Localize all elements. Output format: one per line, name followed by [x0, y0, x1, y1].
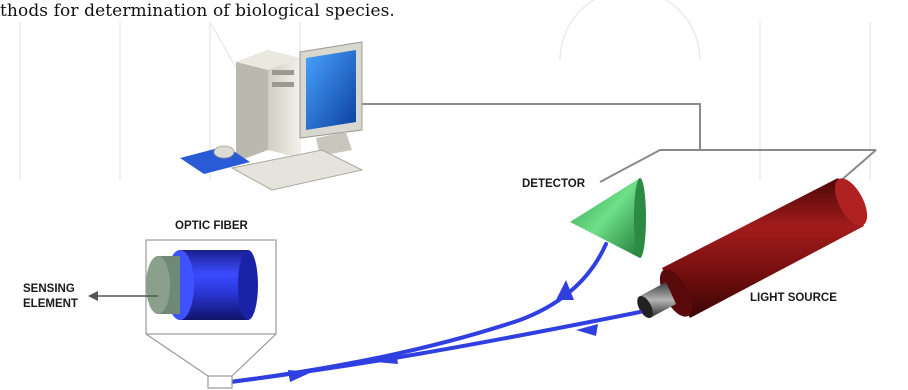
magnifier-callout [145, 239, 277, 389]
detector-label: DETECTOR [522, 178, 586, 190]
computer-icon [180, 41, 364, 191]
optic-fiber-label: OPTIC FIBER [175, 220, 248, 232]
light-source-cylinder-icon [637, 178, 868, 318]
sensing-element-label-line1: SENSING [23, 283, 75, 295]
light-source-label: LIGHT SOURCE [750, 292, 837, 304]
light-direction-arrows [288, 280, 598, 382]
sensing-element-label: SENSING ELEMENT [23, 282, 78, 312]
background-watermark [19, 0, 871, 181]
optic-fiber-paths [212, 242, 642, 386]
caption-text: thods for determination of biological sp… [0, 1, 395, 21]
optic-fiber-closeup-icon [146, 250, 258, 320]
sensing-element-label-line2: ELEMENT [23, 298, 78, 310]
detector-cone-icon [570, 178, 646, 258]
sensing-element-pointer [88, 291, 158, 301]
signal-cables [360, 103, 877, 191]
